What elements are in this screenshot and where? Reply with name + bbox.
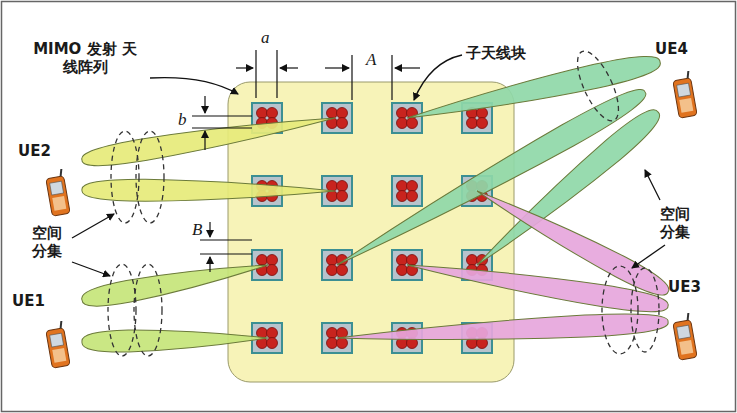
dimension-marks	[192, 50, 420, 272]
phone-icon	[45, 321, 71, 368]
sub-antenna-block	[392, 176, 422, 206]
callout-label: 空间 分集	[660, 205, 696, 241]
callout-label: UE2	[18, 142, 51, 160]
phone-icon	[672, 313, 698, 360]
phone-icon	[672, 71, 698, 118]
beam	[80, 107, 337, 171]
beam	[405, 254, 670, 317]
beams	[80, 50, 673, 353]
callout-label: MIMO 发射 天线阵列	[30, 40, 140, 76]
phone-icon	[45, 169, 71, 216]
sub-antenna-block	[322, 103, 352, 133]
callout-label: 子天线块	[466, 44, 526, 62]
beam	[404, 50, 662, 129]
leader-lines	[72, 55, 665, 276]
callout-label: UE1	[12, 292, 45, 310]
beam	[82, 327, 269, 353]
sub-antenna-blocks	[252, 103, 492, 353]
dimension-label: A	[366, 50, 376, 70]
beam	[82, 179, 335, 202]
phones	[45, 71, 698, 368]
callout-label: UE4	[655, 40, 688, 58]
dimension-label: B	[192, 220, 202, 240]
callout-label: 空间 分集	[32, 224, 68, 260]
beam	[336, 311, 668, 349]
dimension-label: b	[178, 110, 187, 130]
dimension-label: a	[261, 28, 270, 48]
diversity-rings	[108, 46, 659, 356]
callout-label: UE3	[668, 278, 701, 296]
